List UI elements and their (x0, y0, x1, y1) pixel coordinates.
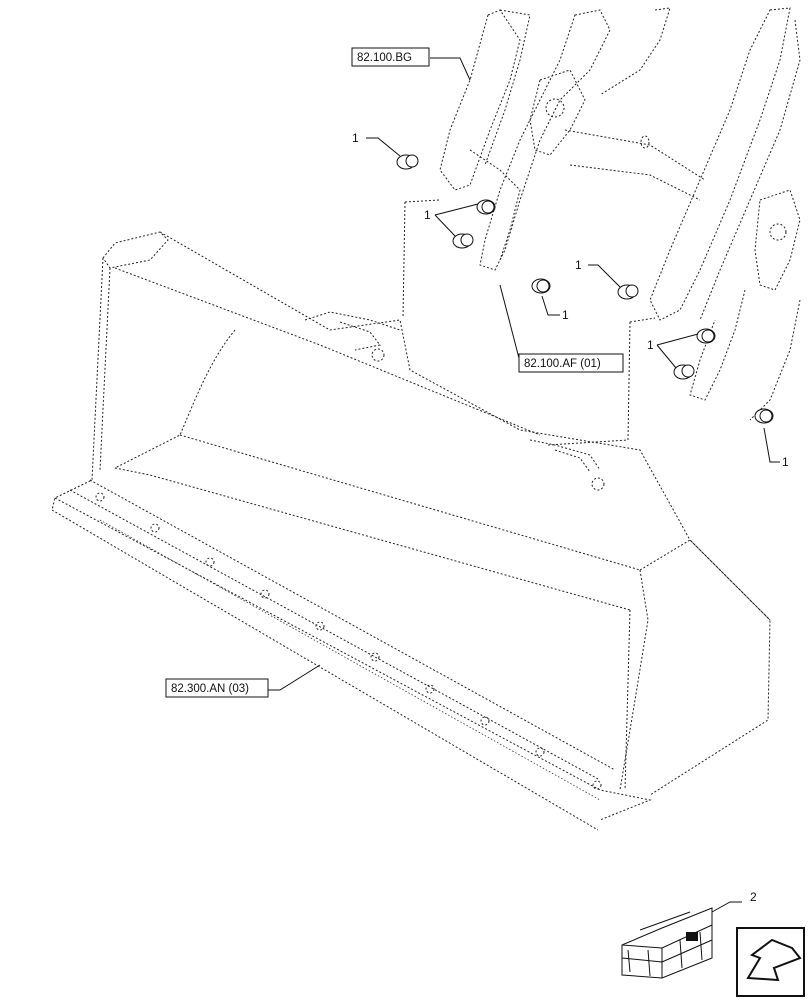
assembly-guide-lines (402, 199, 656, 446)
bushing-icon (396, 154, 774, 424)
callout-1: 1 (424, 208, 431, 222)
loader-arm-right (649, 7, 801, 421)
ref-box-arm[interactable]: 82.100.BG (351, 47, 430, 67)
arrow-left-down-icon[interactable] (736, 927, 805, 997)
ref-label-arm: 82.100.BG (357, 52, 412, 64)
callout-1: 1 (575, 258, 582, 272)
callout-1: 1 (352, 131, 359, 145)
ref-box-linkage[interactable]: 82.100.AF (01) (518, 353, 624, 373)
ref-label-linkage: 82.100.AF (01) (524, 358, 601, 370)
wooden-crate-icon (621, 907, 713, 979)
bucket (51, 231, 771, 831)
cutting-edge-bolts (95, 492, 602, 790)
callout-1: 1 (647, 338, 654, 352)
callout-1: 1 (562, 308, 569, 322)
callout-leaders (268, 57, 780, 913)
ref-label-bucket: 82.300.AN (03) (171, 683, 249, 695)
ref-box-bucket[interactable]: 82.300.AN (03) (165, 678, 269, 698)
callout-2: 2 (750, 890, 757, 904)
callout-1: 1 (782, 455, 789, 469)
callout-numbers: 1 1 1 1 1 1 2 (352, 131, 789, 904)
loader-arm-left (439, 7, 706, 271)
